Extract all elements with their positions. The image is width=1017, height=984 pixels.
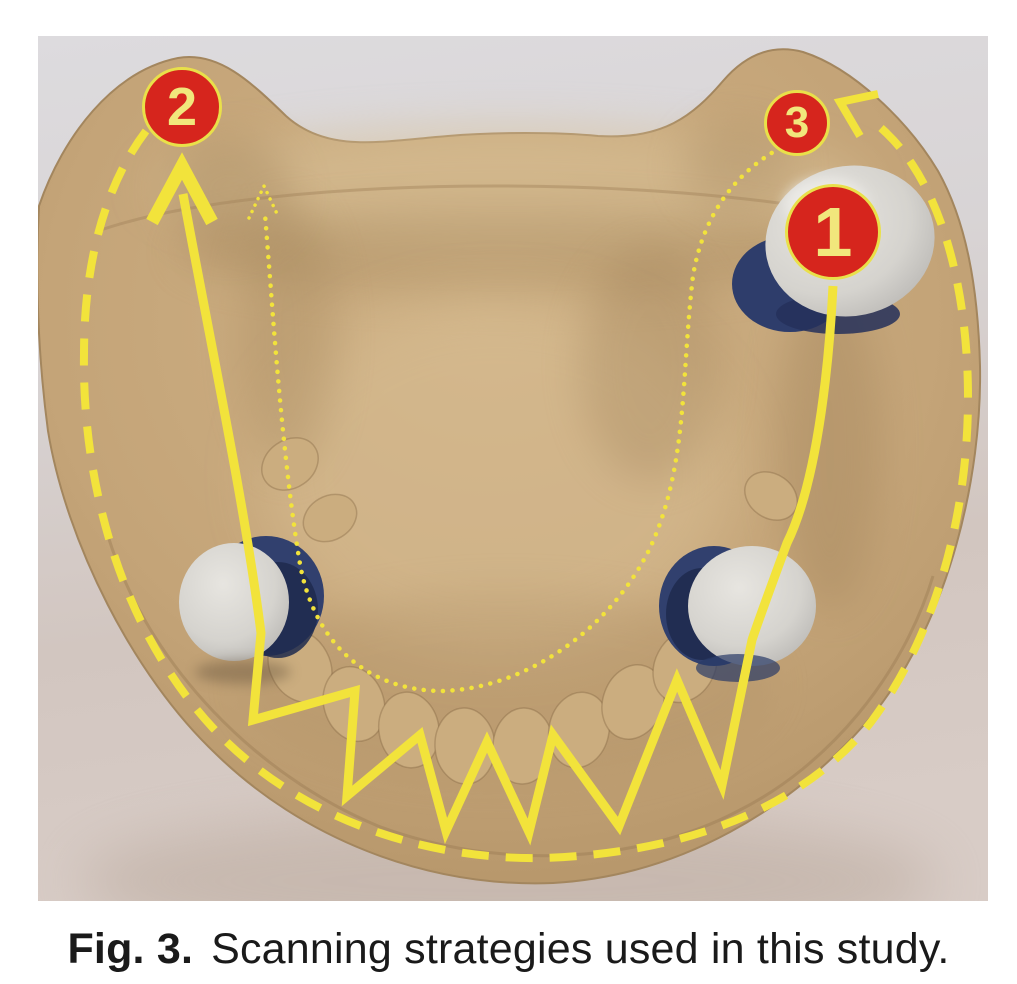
figure-caption: Fig. 3. Scanning strategies used in this … xyxy=(0,925,1017,974)
crown-right-lower xyxy=(659,546,816,682)
marker-1-number: 1 xyxy=(813,193,853,271)
dental-cast-illustration xyxy=(38,36,988,901)
marker-3: 3 xyxy=(764,90,830,156)
dashed-arrowhead-icon xyxy=(833,90,879,139)
marker-2-number: 2 xyxy=(166,77,198,137)
figure-caption-text: Scanning strategies used in this study. xyxy=(211,925,950,973)
scan-photo xyxy=(38,36,988,901)
marker-3-number: 3 xyxy=(784,98,810,147)
marker-2: 2 xyxy=(142,67,222,147)
anterior-teeth-ridge xyxy=(261,437,798,785)
dotted-scan-path xyxy=(247,145,783,694)
figure-caption-label: Fig. 3. xyxy=(67,925,194,973)
solid-scan-path xyxy=(146,152,838,846)
dashed-scan-path xyxy=(79,90,973,863)
marker-1: 1 xyxy=(785,184,881,280)
dotted-arrowhead-icon xyxy=(247,181,281,220)
solid-arrowhead-icon xyxy=(146,152,218,226)
